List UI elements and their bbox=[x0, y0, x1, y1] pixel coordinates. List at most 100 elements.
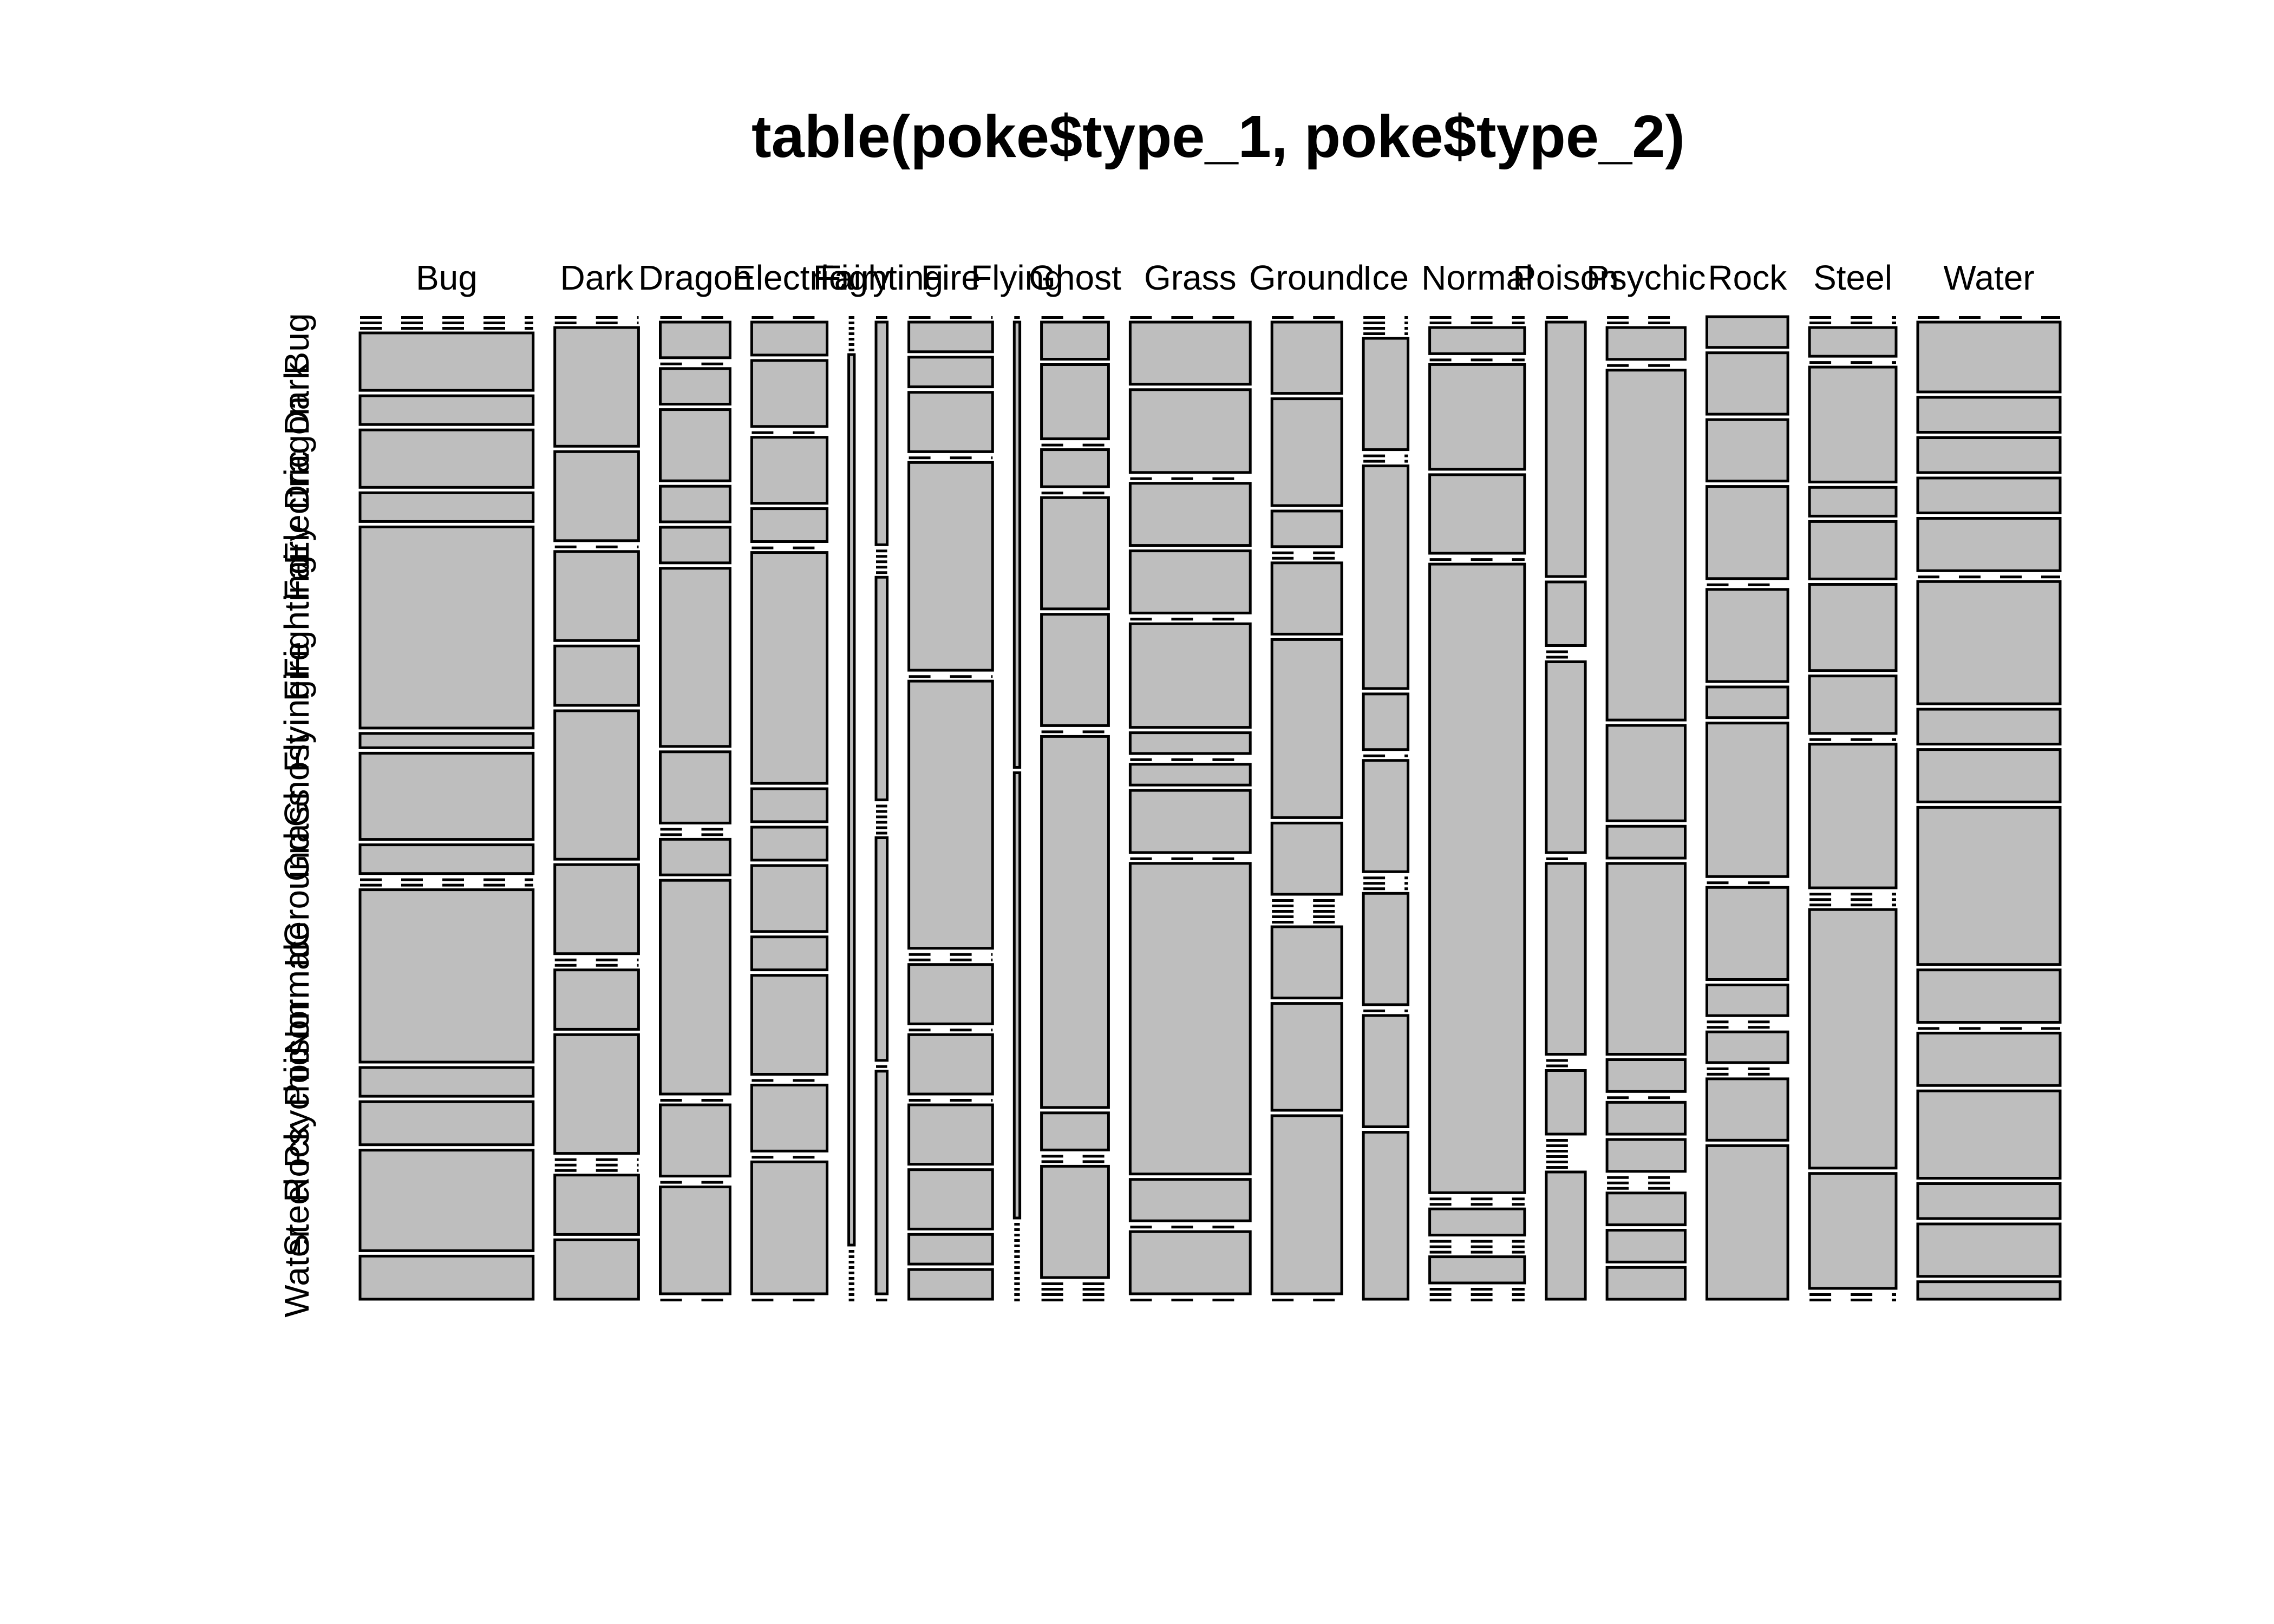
cell-bug-ground bbox=[358, 843, 535, 875]
cell-ground-ghost bbox=[1270, 821, 1343, 896]
cell-psychic-ice bbox=[1605, 1138, 1687, 1173]
cell-rock-electric bbox=[1706, 485, 1789, 580]
cell-fighting-steel bbox=[874, 1070, 889, 1295]
cell-water-fighting bbox=[1916, 517, 2062, 572]
cell-bug-water bbox=[358, 1254, 535, 1301]
cell-psychic-steel bbox=[1605, 1229, 1687, 1263]
cell-bug-rock bbox=[358, 1100, 535, 1147]
x-label-bug: Bug bbox=[416, 258, 478, 297]
cell-psychic-ground bbox=[1605, 1101, 1687, 1136]
cell-ground-electric bbox=[1270, 509, 1343, 548]
cell-rock-dragon bbox=[1706, 418, 1789, 483]
cell-bug-psychic bbox=[358, 1066, 535, 1098]
cell-ghost-poison bbox=[1040, 1164, 1110, 1279]
cell-psychic-flying bbox=[1605, 862, 1687, 1056]
cell-bug-ghost bbox=[358, 732, 535, 749]
x-label-electric: Electric bbox=[733, 258, 846, 297]
cell-bug-electric bbox=[358, 331, 535, 392]
x-label-rock: Rock bbox=[1708, 258, 1787, 297]
cell-rock-ground bbox=[1706, 984, 1789, 1017]
cell-electric-fighting bbox=[750, 507, 829, 543]
cell-dark-fighting bbox=[553, 550, 640, 642]
cell-fighting-flying bbox=[874, 575, 889, 802]
y-label-fighting: Fighting bbox=[277, 555, 316, 679]
y-label-dark: Dark bbox=[277, 362, 316, 435]
x-label-ice: Ice bbox=[1363, 258, 1409, 297]
cell-water-dark bbox=[1916, 320, 2062, 394]
cell-grass-dark bbox=[1128, 320, 1252, 386]
cell-grass-fairy bbox=[1128, 482, 1252, 547]
cell-flying-dragon bbox=[1012, 771, 1022, 1220]
cell-water-ghost bbox=[1916, 708, 2062, 746]
cell-steel-dragon bbox=[1808, 326, 1898, 358]
x-label-ghost: Ghost bbox=[1029, 258, 1121, 297]
cell-normal-dragon bbox=[1428, 326, 1526, 355]
cell-water-water bbox=[1916, 1280, 2062, 1301]
cell-grass-ghost bbox=[1128, 731, 1252, 755]
cell-rock-fire bbox=[1706, 685, 1789, 719]
x-label-fighting: Fighting bbox=[820, 258, 943, 297]
cell-rock-steel bbox=[1706, 1077, 1789, 1142]
y-label-grass: Grass bbox=[277, 789, 316, 882]
cell-water-flying bbox=[1916, 580, 2062, 705]
cell-dragon-psychic bbox=[659, 1103, 731, 1178]
cell-dark-flying bbox=[553, 709, 640, 861]
cell-fire-ground bbox=[907, 963, 994, 1025]
cell-electric-dragon bbox=[750, 359, 829, 428]
cell-steel-psychic bbox=[1808, 908, 1898, 1170]
cell-poison-ground bbox=[1545, 1069, 1587, 1136]
cell-electric-steel bbox=[750, 1160, 829, 1295]
x-label-water: Water bbox=[1943, 258, 2034, 297]
y-label-dragon: Dragon bbox=[277, 396, 316, 510]
cell-water-psychic bbox=[1916, 1089, 2062, 1180]
cell-dragon-fire bbox=[659, 526, 731, 565]
cell-fighting-psychic bbox=[874, 836, 889, 1062]
cell-fire-rock bbox=[907, 1168, 994, 1230]
cell-steel-ghost bbox=[1808, 675, 1898, 735]
cell-normal-flying bbox=[1428, 562, 1526, 1194]
cell-steel-fire bbox=[1808, 520, 1898, 581]
cell-fire-water bbox=[907, 1268, 994, 1301]
cell-ghost-dark bbox=[1040, 320, 1110, 361]
cell-ground-rock bbox=[1270, 1002, 1343, 1112]
cell-grass-poison bbox=[1128, 862, 1252, 1176]
cell-water-grass bbox=[1916, 748, 2062, 803]
cell-water-ground bbox=[1916, 806, 2062, 966]
cell-grass-ice bbox=[1128, 789, 1252, 854]
x-label-normal: Normal bbox=[1421, 258, 1533, 297]
x-label-grass: Grass bbox=[1144, 258, 1237, 297]
y-label-bug: Bug bbox=[277, 313, 316, 375]
cell-psychic-rock bbox=[1605, 1191, 1687, 1227]
cell-poison-water bbox=[1545, 1170, 1587, 1301]
cell-electric-psychic bbox=[750, 1083, 829, 1152]
cell-bug-flying bbox=[358, 525, 535, 730]
cell-normal-ground bbox=[1428, 1207, 1526, 1237]
y-label-rock: Rock bbox=[277, 1123, 316, 1202]
cell-ice-ground bbox=[1362, 759, 1410, 873]
cell-grass-dragon bbox=[1128, 388, 1252, 474]
cell-ground-dark bbox=[1270, 320, 1343, 395]
x-label-fairy: Fairy bbox=[813, 258, 890, 297]
y-label-flying: Flying bbox=[277, 680, 316, 772]
cell-psychic-dragon bbox=[1605, 326, 1687, 361]
cell-poison-dragon bbox=[1545, 580, 1587, 647]
cell-fire-fighting bbox=[907, 461, 994, 672]
cell-dragon-steel bbox=[659, 1186, 731, 1295]
cell-fire-normal bbox=[907, 1033, 994, 1096]
cell-water-rock bbox=[1916, 1182, 2062, 1220]
cell-dark-steel bbox=[553, 1174, 640, 1236]
cell-psychic-ghost bbox=[1605, 1058, 1687, 1093]
cell-water-steel bbox=[1916, 1222, 2062, 1278]
cell-electric-ghost bbox=[750, 787, 829, 823]
cell-bug-poison bbox=[358, 888, 535, 1064]
cell-fire-dark bbox=[907, 320, 994, 353]
cell-grass-flying bbox=[1128, 622, 1252, 729]
cell-bug-fighting bbox=[358, 428, 535, 489]
y-label-fire: Fire bbox=[277, 641, 316, 701]
cell-normal-fighting bbox=[1428, 473, 1526, 555]
cell-ghost-fairy bbox=[1040, 448, 1110, 488]
x-label-dragon: Dragon bbox=[638, 258, 752, 297]
cell-water-ice bbox=[1916, 968, 2062, 1024]
cell-electric-ice bbox=[750, 935, 829, 972]
